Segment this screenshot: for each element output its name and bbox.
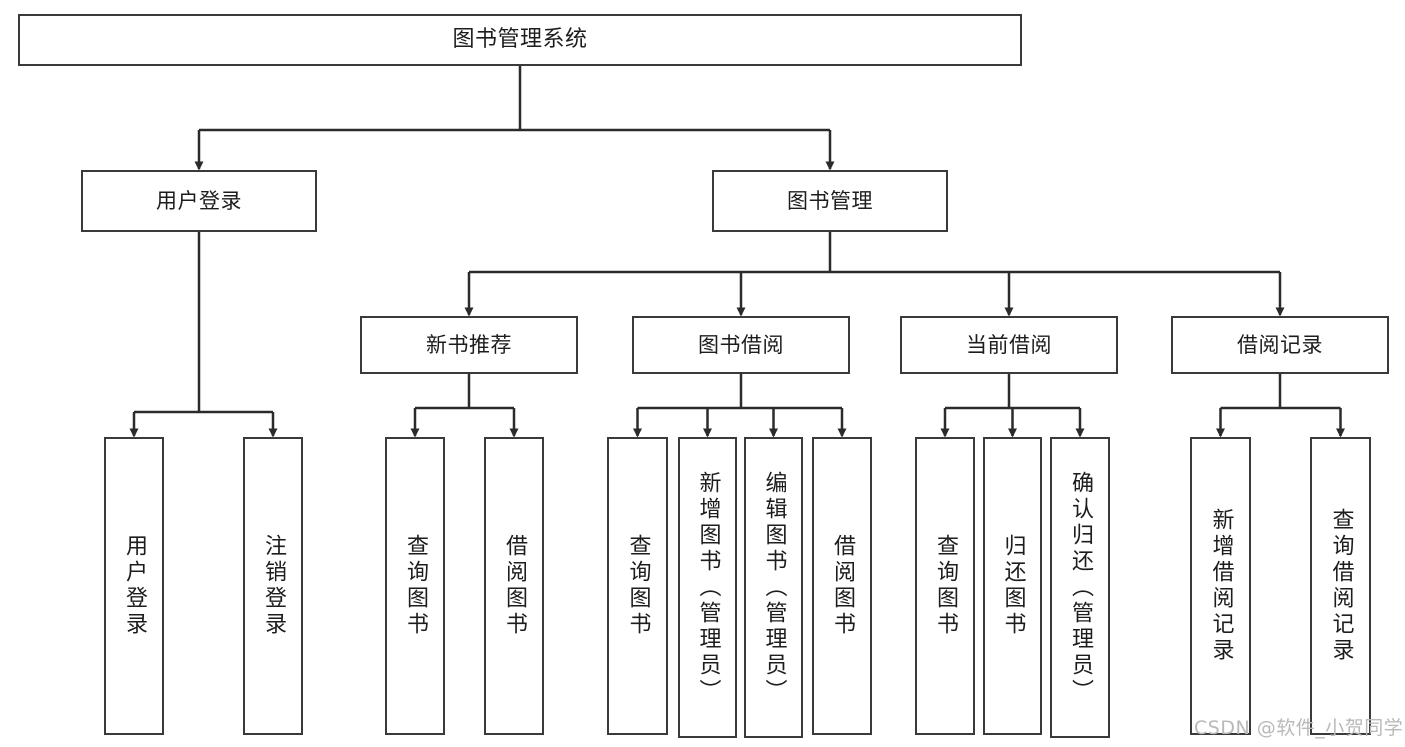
node-label: 借阅图书 [830,534,855,638]
node-current-borrow[interactable]: 当前借阅 [900,316,1118,374]
node-leaf-query-book-borrow[interactable]: 查询图书 [607,437,668,735]
node-label: 新增借阅记录 [1208,508,1234,664]
node-leaf-query-book-new[interactable]: 查询图书 [385,437,445,735]
node-label: 当前借阅 [966,332,1052,357]
node-label: 借阅图书 [502,534,527,638]
node-book-borrow[interactable]: 图书借阅 [632,316,850,374]
node-leaf-query-book-current[interactable]: 查询图书 [915,437,975,735]
node-leaf-borrow-book-new[interactable]: 借阅图书 [484,437,544,735]
node-label: 查询图书 [403,534,428,638]
node-leaf-query-borrow-record[interactable]: 查询借阅记录 [1310,437,1371,735]
edge-layer [129,66,1345,438]
node-label: 查询图书 [625,534,651,638]
node-leaf-add-borrow-record[interactable]: 新增借阅记录 [1190,437,1251,735]
csdn-watermark: CSDN @软件_小贺同学 [1194,717,1404,739]
node-label: 图书借阅 [698,332,784,357]
node-leaf-confirm-return-admin[interactable]: 确认归还（管理员） [1050,437,1110,738]
node-label: 用户登录 [122,534,147,638]
node-label: 新书推荐 [426,332,512,357]
node-leaf-user-logout[interactable]: 注销登录 [243,437,303,735]
node-user-login-module[interactable]: 用户登录 [81,170,317,232]
node-leaf-return-book[interactable]: 归还图书 [983,437,1042,735]
node-label: 归还图书 [1000,534,1026,638]
node-borrow-record[interactable]: 借阅记录 [1171,316,1389,374]
node-label: 查询借阅记录 [1328,508,1354,664]
node-leaf-user-login[interactable]: 用户登录 [104,437,164,735]
node-label: 图书管理 [787,188,873,213]
node-leaf-borrow-book[interactable]: 借阅图书 [812,437,872,735]
node-book-management-module[interactable]: 图书管理 [712,170,948,232]
node-label: 新增图书（管理员） [695,470,721,705]
node-label: 用户登录 [156,188,242,213]
node-label: 查询图书 [933,534,958,638]
node-label: 确认归还（管理员） [1068,470,1093,705]
node-label: 编辑图书（管理员） [761,470,787,705]
node-label: 图书管理系统 [452,27,588,53]
node-label: 借阅记录 [1237,332,1323,357]
node-leaf-edit-book-admin[interactable]: 编辑图书（管理员） [744,437,803,738]
node-leaf-add-book-admin[interactable]: 新增图书（管理员） [678,437,737,738]
node-new-book-recommend[interactable]: 新书推荐 [360,316,578,374]
node-root-system[interactable]: 图书管理系统 [18,14,1022,66]
node-label: 注销登录 [261,534,286,638]
